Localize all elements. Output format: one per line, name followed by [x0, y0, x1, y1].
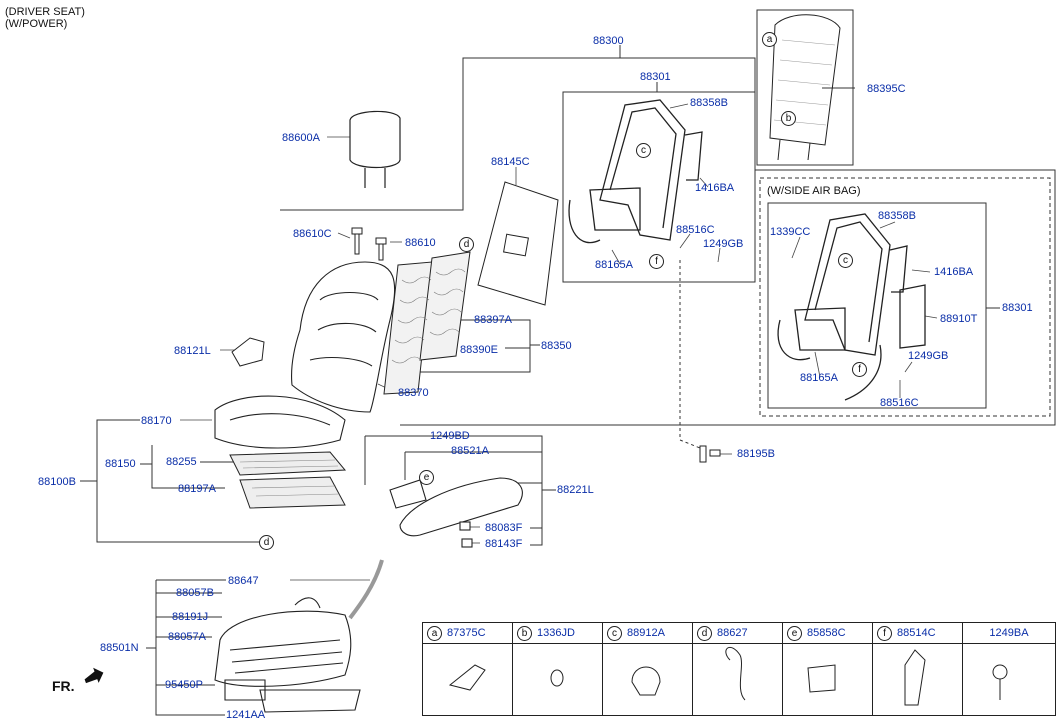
- airbag-frame: [777, 213, 926, 401]
- legend-icons: [448, 646, 1008, 706]
- part-88300[interactable]: 88300: [593, 35, 624, 47]
- legend-cell-f[interactable]: f 88514C: [873, 623, 963, 715]
- legend-letter: e: [787, 626, 802, 641]
- part-88910t[interactable]: 88910T: [940, 313, 978, 325]
- fr-label: FR.: [52, 678, 75, 694]
- callout-b: b: [781, 111, 796, 126]
- part-88516c-airbag[interactable]: 88516C: [880, 397, 919, 409]
- legend-part: 1336JD: [537, 627, 575, 639]
- legend-cell-a[interactable]: a 87375C: [423, 623, 513, 715]
- legend-letter: b: [517, 626, 532, 641]
- back-cover-panel: [769, 14, 841, 161]
- part-88150[interactable]: 88150: [105, 458, 136, 470]
- back-pad: [383, 251, 471, 395]
- part-88255[interactable]: 88255: [166, 456, 197, 468]
- part-88121l[interactable]: 88121L: [174, 345, 211, 357]
- back-frame: [568, 99, 703, 244]
- legend-part: 88514C: [897, 627, 936, 639]
- part-1416ba-airbag[interactable]: 1416BA: [934, 266, 974, 278]
- part-88301[interactable]: 88301: [640, 71, 671, 83]
- part-88195b[interactable]: 88195B: [737, 448, 775, 460]
- callout-d-lower: d: [259, 535, 274, 550]
- headrest-88600a: [349, 110, 401, 188]
- legend-header-row: [423, 623, 1055, 644]
- part-88370[interactable]: 88370: [398, 387, 429, 399]
- part-1241aa[interactable]: 1241AA: [226, 709, 266, 721]
- legend-part: 1249BA: [989, 627, 1029, 639]
- callout-c-airbag: c: [838, 253, 853, 268]
- part-88165a-airbag[interactable]: 88165A: [800, 372, 838, 384]
- seatback-cover: [291, 261, 396, 413]
- legend-cell-b[interactable]: b 1336JD: [513, 623, 603, 715]
- part-88610[interactable]: 88610: [405, 237, 436, 249]
- side-airbag-label: (W/SIDE AIR BAG): [767, 185, 861, 197]
- part-88057a[interactable]: 88057A: [168, 631, 206, 643]
- part-88057b[interactable]: 88057B: [176, 587, 214, 599]
- part-88390e[interactable]: 88390E: [460, 344, 498, 356]
- header-title: (DRIVER SEAT): [5, 6, 85, 18]
- part-88197a[interactable]: 88197A: [178, 483, 216, 495]
- legend-letter: f: [877, 626, 892, 641]
- callout-f: f: [649, 254, 664, 269]
- legend-cell-c[interactable]: c 88912A: [603, 623, 693, 715]
- part-88610c[interactable]: 88610C: [293, 228, 332, 240]
- part-1416ba[interactable]: 1416BA: [695, 182, 735, 194]
- legend-part: 87375C: [447, 627, 486, 639]
- legend-part: 88627: [717, 627, 748, 639]
- part-88647[interactable]: 88647: [228, 575, 259, 587]
- legend-cell-e[interactable]: e 85858C: [783, 623, 873, 715]
- part-88083f[interactable]: 88083F: [485, 522, 523, 534]
- part-88358b-airbag[interactable]: 88358B: [878, 210, 916, 222]
- legend-letter: a: [427, 626, 442, 641]
- part-1339cc[interactable]: 1339CC: [770, 226, 811, 238]
- part-88358b[interactable]: 88358B: [690, 97, 728, 109]
- part-1249gb[interactable]: 1249GB: [703, 238, 744, 250]
- legend-table: a 87375C b 1336JD c 88912A d 88627 e 858…: [422, 622, 1056, 716]
- part-88395c[interactable]: 88395C: [867, 83, 906, 95]
- part-88145c[interactable]: 88145C: [491, 156, 530, 168]
- legend-part: 85858C: [807, 627, 846, 639]
- part-1249bd[interactable]: 1249BD: [430, 430, 470, 442]
- callout-c: c: [636, 143, 651, 158]
- part-88501n[interactable]: 88501N: [100, 642, 139, 654]
- part-88143f[interactable]: 88143F: [485, 538, 523, 550]
- callout-d: d: [459, 237, 474, 252]
- part-88600a[interactable]: 88600A: [282, 132, 320, 144]
- part-88170[interactable]: 88170: [141, 415, 172, 427]
- legend-letter: d: [697, 626, 712, 641]
- part-88191j[interactable]: 88191J: [172, 611, 209, 623]
- header-subtitle: (W/POWER): [5, 18, 68, 30]
- seat-track: [214, 559, 384, 713]
- part-88301-airbag[interactable]: 88301: [1002, 302, 1033, 314]
- callout-e: e: [419, 470, 434, 485]
- legend-cell-d[interactable]: d 88627: [693, 623, 783, 715]
- part-88100b[interactable]: 88100B: [38, 476, 76, 488]
- back-board: [477, 181, 559, 306]
- legend-cell-1249ba[interactable]: 1249BA: [963, 623, 1055, 715]
- legend-letter: c: [607, 626, 622, 641]
- part-88516c[interactable]: 88516C: [676, 224, 715, 236]
- part-1249gb-airbag[interactable]: 1249GB: [908, 350, 949, 362]
- part-88221l[interactable]: 88221L: [557, 484, 594, 496]
- legend-part: 88912A: [627, 627, 665, 639]
- part-88397a[interactable]: 88397A: [474, 314, 512, 326]
- part-95450p[interactable]: 95450P: [165, 679, 203, 691]
- cushion: [214, 395, 346, 449]
- callout-f-airbag: f: [852, 362, 867, 377]
- part-88165a[interactable]: 88165A: [595, 259, 633, 271]
- callout-a: a: [762, 32, 777, 47]
- part-88350[interactable]: 88350: [541, 340, 572, 352]
- part-88521a[interactable]: 88521A: [451, 445, 489, 457]
